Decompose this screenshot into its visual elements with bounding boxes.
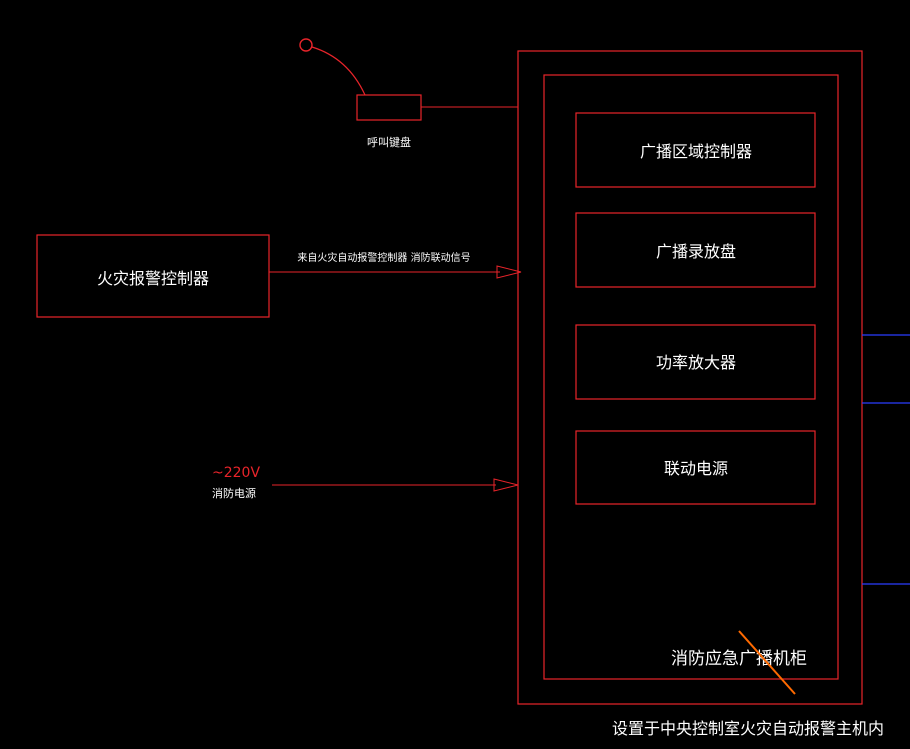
cabinet-module-linkage-power: 联动电源 (575, 430, 816, 505)
cabinet-module-recorder: 广播录放盘 (575, 212, 816, 288)
fire-alarm-controller: 火灾报警控制器 (36, 234, 270, 318)
cabinet-slash-mark (738, 630, 796, 695)
module-box (575, 112, 816, 188)
module-label: 广播区域控制器 (640, 142, 752, 161)
broadcast-cabinet: 广播区域控制器 广播录放盘 功率放大器 联动电源 消防应急广播机柜 (517, 50, 863, 705)
call-keyboard-label: 呼叫键盘 (367, 135, 411, 149)
module-label: 联动电源 (664, 459, 728, 478)
location-note: 设置于中央控制室火灾自动报警主机内 (612, 719, 884, 738)
power-supply-arrowhead (493, 478, 519, 492)
cabinet-inner-frame (543, 74, 839, 680)
module-box (575, 430, 816, 505)
cabinet-module-zone-controller: 广播区域控制器 (575, 112, 816, 188)
cabinet-label: 消防应急广播机柜 (671, 649, 807, 669)
call-keyboard-box (356, 94, 422, 121)
cabinet-module-power-amplifier: 功率放大器 (575, 324, 816, 400)
module-label: 广播录放盘 (656, 242, 736, 261)
linkage-signal-label: 来自火灾自动报警控制器 消防联动信号 (297, 251, 470, 264)
power-voltage-label: ~220V (212, 465, 260, 481)
module-box (575, 212, 816, 288)
linkage-signal: 来自火灾自动报警控制器 消防联动信号 (269, 251, 522, 279)
microphone-cable (311, 46, 366, 96)
linkage-signal-arrowhead (496, 265, 522, 279)
module-box (575, 324, 816, 400)
fire-alarm-controller-box (36, 234, 270, 318)
call-keyboard: 呼叫键盘 (299, 38, 518, 149)
module-label: 功率放大器 (656, 353, 736, 372)
fire-power-supply: ~220V 消防电源 (212, 465, 519, 500)
output-lines (862, 334, 910, 585)
power-supply-label: 消防电源 (212, 486, 256, 500)
microphone-icon (299, 38, 313, 52)
fire-alarm-controller-label: 火灾报警控制器 (97, 269, 209, 288)
cabinet-outer-frame (517, 50, 863, 705)
